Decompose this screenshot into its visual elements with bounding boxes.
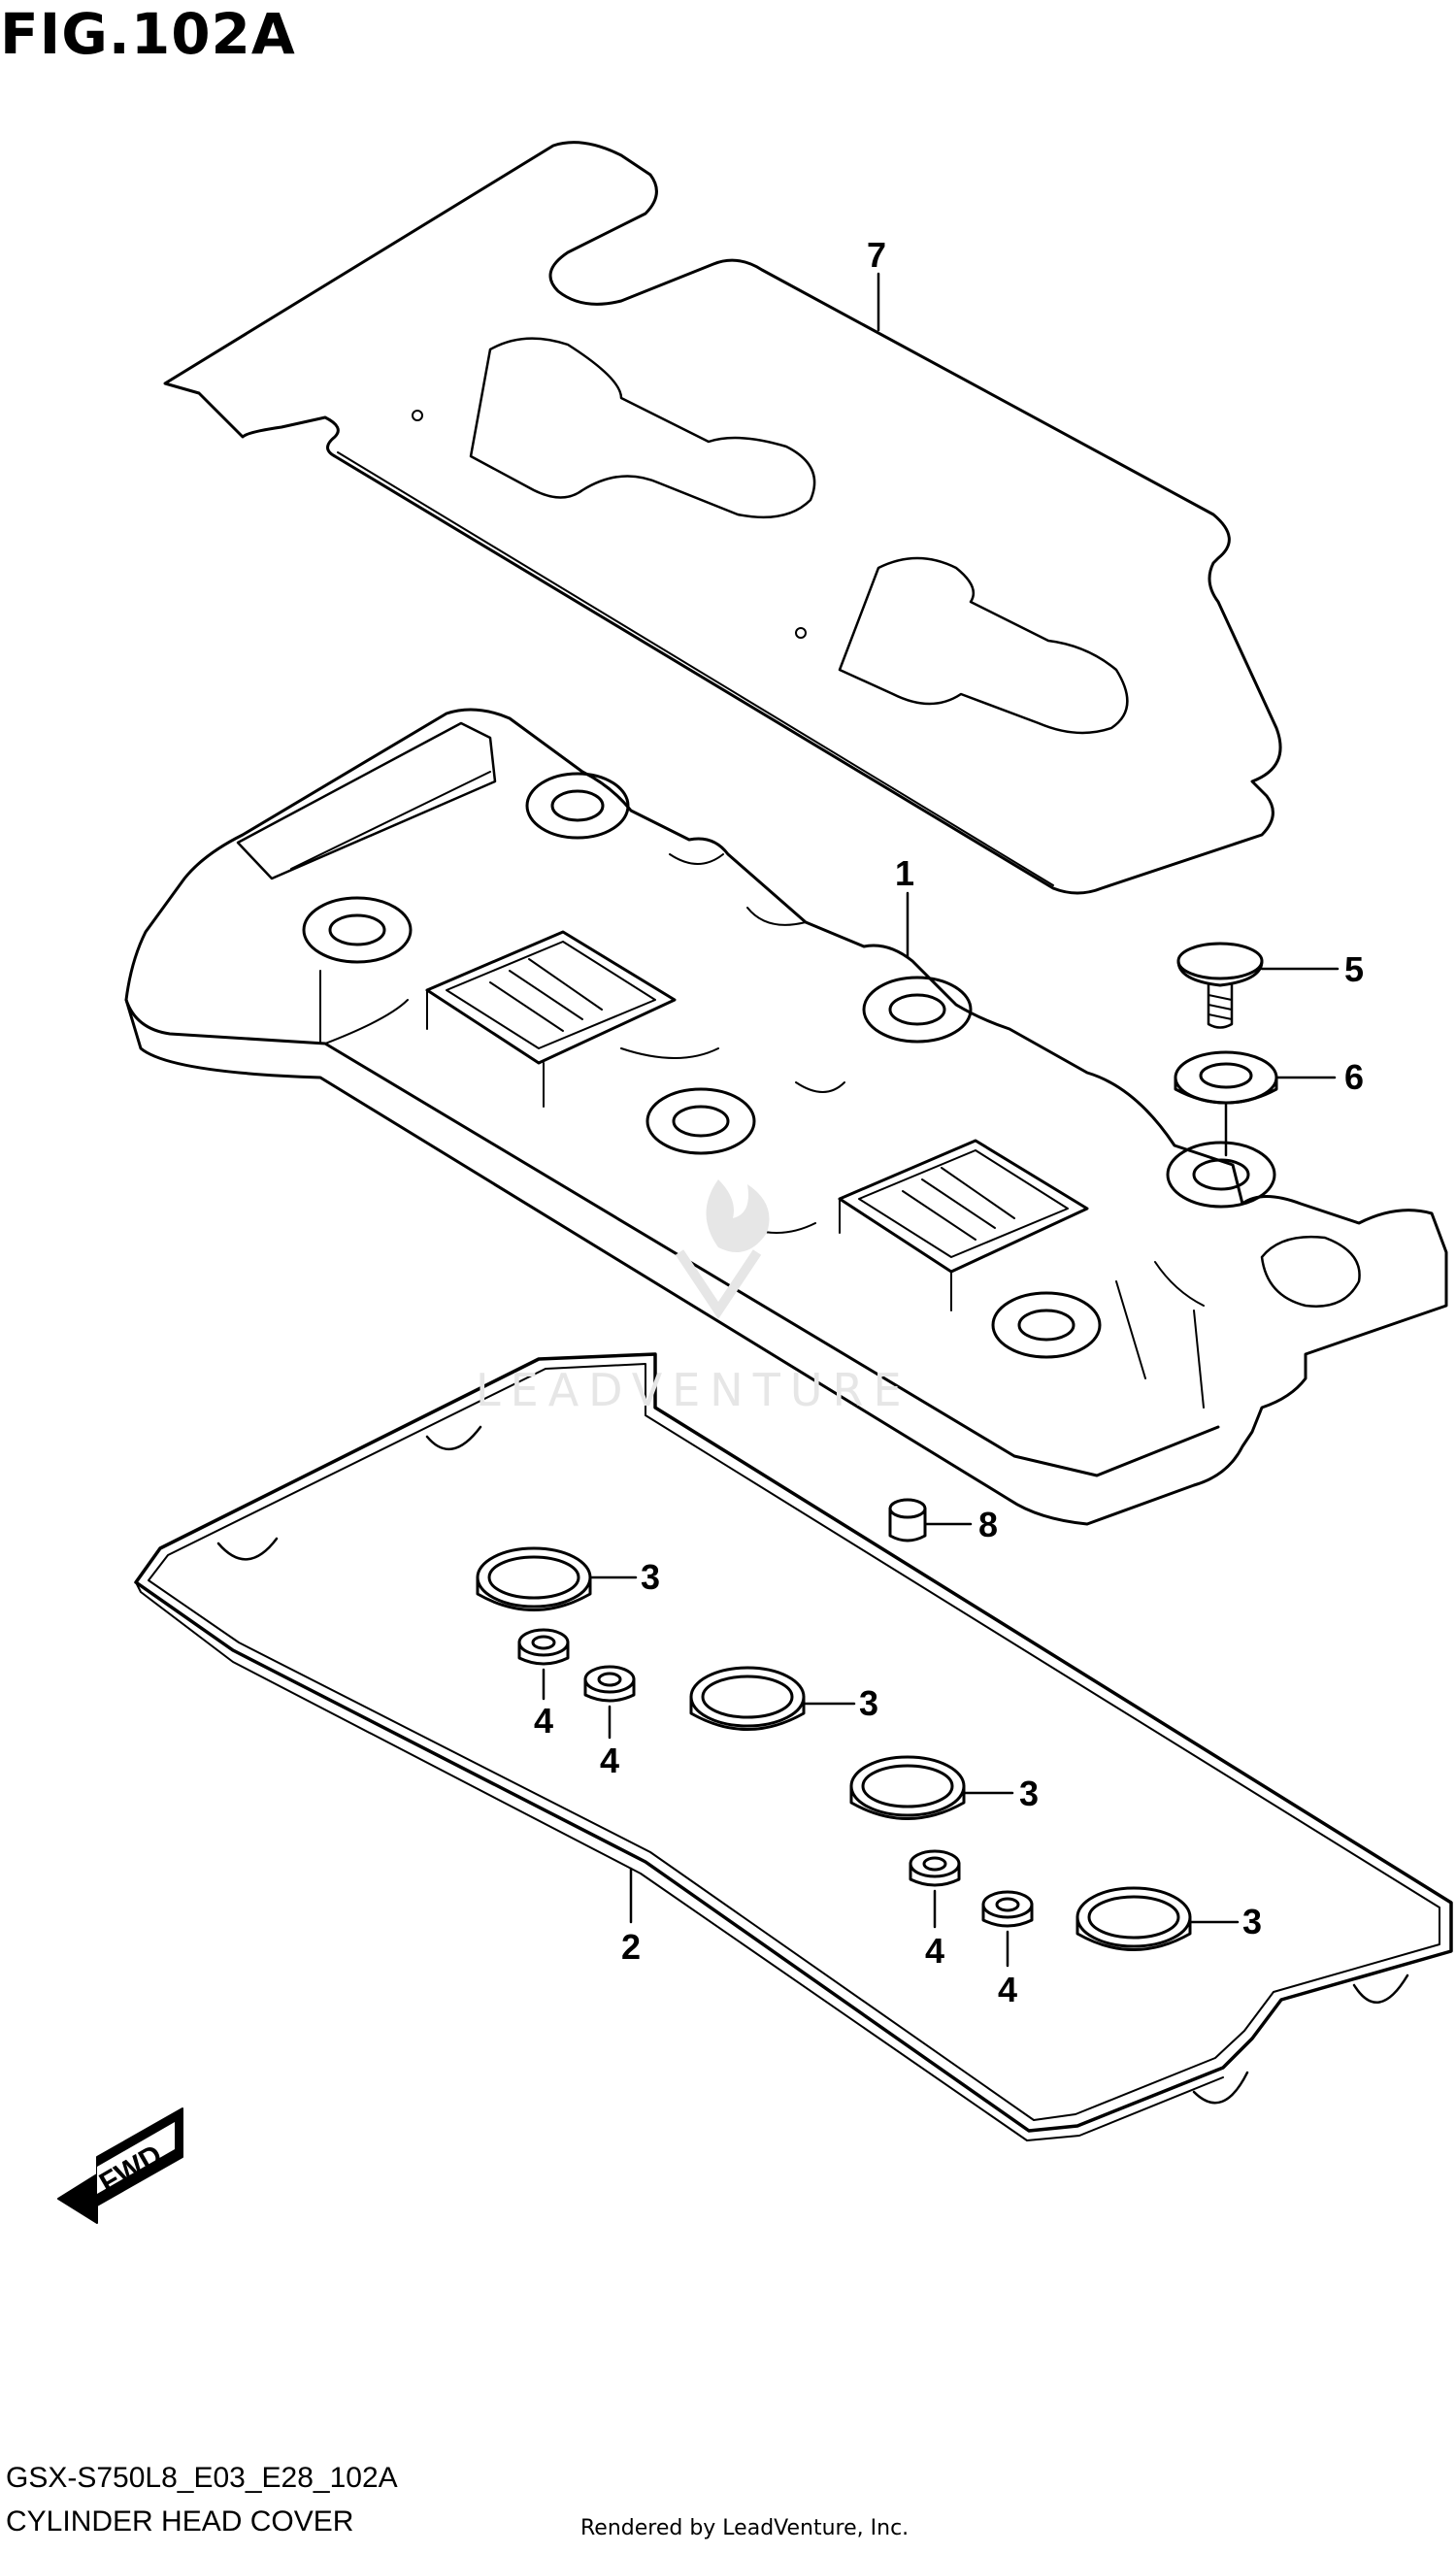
part-3-plug-seal-a [476, 1546, 592, 1611]
part-8-dowel [888, 1498, 927, 1542]
callout-3a: 3 [641, 1557, 660, 1597]
callout-3d: 3 [1242, 1902, 1262, 1941]
part-6-washer [1174, 1050, 1278, 1105]
callout-4b: 4 [600, 1741, 619, 1780]
part-4-grommet-b [583, 1665, 636, 1703]
part-2-head-cover-gasket [134, 1352, 1453, 2141]
part-4-grommet-c [909, 1849, 961, 1887]
callout-3c: 3 [1019, 1774, 1039, 1813]
callout-2: 2 [621, 1927, 641, 1967]
watermark: LEADVENTURE [476, 1179, 911, 1416]
part-3-plug-seal-c [849, 1755, 966, 1820]
callout-4d: 4 [998, 1970, 1017, 2009]
part-5-bolt [1176, 942, 1264, 1029]
callout-8: 8 [978, 1505, 998, 1544]
callout-3b: 3 [859, 1683, 878, 1723]
model-code: GSX-S750L8_E03_E28_102A [6, 2462, 398, 2494]
fwd-arrow-icon: FWD [57, 2107, 183, 2224]
leader-lines [542, 272, 1340, 1968]
part-4-grommet-a [517, 1628, 570, 1666]
figure-title: FIG.102A [0, 1, 296, 67]
rendered-by-credit: Rendered by LeadVenture, Inc. [580, 2516, 910, 2540]
watermark-text: LEADVENTURE [476, 1364, 911, 1416]
part-4-grommet-d [981, 1890, 1034, 1928]
part-1-cylinder-head-cover [124, 708, 1448, 1526]
callout-7: 7 [867, 235, 886, 275]
callout-6: 6 [1344, 1057, 1364, 1097]
assembly-description: CYLINDER HEAD COVER [6, 2505, 354, 2537]
part-3-plug-seal-d [1075, 1886, 1192, 1951]
part-7-cover-gasket-plate [163, 141, 1282, 895]
part-3-plug-seal-b [689, 1666, 806, 1731]
callout-1: 1 [895, 853, 914, 893]
callout-4c: 4 [925, 1931, 944, 1971]
callout-4a: 4 [534, 1701, 553, 1741]
callout-labels: 7 1 5 6 8 3 3 3 3 4 4 4 4 2 [534, 235, 1364, 2009]
callout-5: 5 [1344, 949, 1364, 989]
